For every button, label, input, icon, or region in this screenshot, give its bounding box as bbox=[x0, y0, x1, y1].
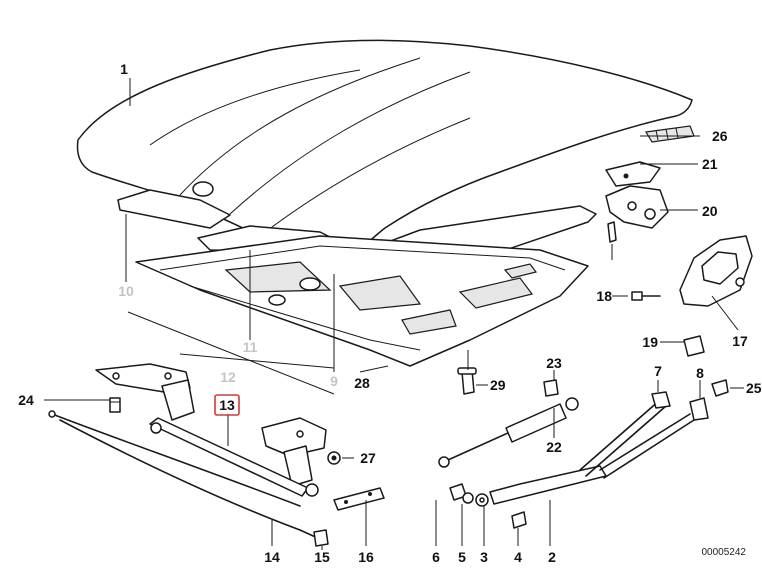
callout-22[interactable]: 22 bbox=[546, 439, 562, 455]
nut-4[interactable] bbox=[511, 511, 527, 529]
nut-27[interactable] bbox=[327, 451, 341, 465]
hood-hinge-left[interactable] bbox=[95, 363, 195, 421]
callout-6[interactable]: 6 bbox=[432, 549, 440, 565]
gas-strut-22[interactable] bbox=[438, 397, 579, 468]
callout-15[interactable]: 15 bbox=[314, 549, 330, 565]
callout-29[interactable]: 29 bbox=[490, 377, 506, 393]
callout-labels: 1 26 21 20 18 17 19 25 8 7 10 11 12 9 28… bbox=[18, 61, 762, 565]
callout-13[interactable]: 13 bbox=[219, 397, 235, 413]
rod-end-7[interactable] bbox=[651, 391, 671, 409]
callout-3[interactable]: 3 bbox=[480, 549, 488, 565]
bolt-18[interactable] bbox=[631, 291, 661, 301]
callout-28[interactable]: 28 bbox=[354, 375, 370, 391]
striker-plate-17[interactable] bbox=[679, 235, 753, 307]
callout-1[interactable]: 1 bbox=[120, 61, 128, 77]
clip-23[interactable] bbox=[543, 379, 559, 397]
callout-19[interactable]: 19 bbox=[642, 334, 658, 350]
callout-23[interactable]: 23 bbox=[546, 355, 562, 371]
hood-inner-frame[interactable] bbox=[135, 235, 589, 367]
callout-12[interactable]: 12 bbox=[220, 369, 236, 385]
callout-16[interactable]: 16 bbox=[358, 549, 374, 565]
nut-25[interactable] bbox=[711, 379, 729, 397]
callout-17[interactable]: 17 bbox=[732, 333, 748, 349]
washer-3[interactable] bbox=[475, 493, 489, 507]
clip-19[interactable] bbox=[683, 335, 705, 357]
callout-5[interactable]: 5 bbox=[458, 549, 466, 565]
callout-9[interactable]: 9 bbox=[330, 373, 338, 389]
callout-26[interactable]: 26 bbox=[712, 128, 728, 144]
callout-24[interactable]: 24 bbox=[18, 392, 34, 408]
drawing-number: 00005242 bbox=[702, 547, 747, 558]
callout-27[interactable]: 27 bbox=[360, 450, 376, 466]
bracket-16[interactable] bbox=[333, 487, 385, 511]
clip-8[interactable] bbox=[689, 397, 709, 421]
callout-25[interactable]: 25 bbox=[746, 380, 762, 396]
rubber-stop-29[interactable] bbox=[457, 367, 477, 395]
rubber-buffer-26[interactable] bbox=[645, 125, 695, 143]
hood-lock-clip-21[interactable] bbox=[605, 161, 661, 187]
hood-hinge-right[interactable] bbox=[261, 417, 327, 487]
callout-2[interactable]: 2 bbox=[548, 549, 556, 565]
callout-4[interactable]: 4 bbox=[514, 549, 522, 565]
washer-5[interactable] bbox=[462, 492, 474, 504]
callout-13-highlight-box bbox=[214, 394, 240, 416]
lock-linkage-2[interactable] bbox=[489, 399, 695, 505]
callout-10[interactable]: 10 bbox=[118, 283, 134, 299]
callout-7[interactable]: 7 bbox=[654, 363, 662, 379]
callout-21[interactable]: 21 bbox=[702, 156, 718, 172]
hood-lock-20[interactable] bbox=[605, 185, 669, 243]
hood-panel[interactable] bbox=[76, 39, 693, 259]
callout-18[interactable]: 18 bbox=[596, 288, 612, 304]
leader-lines bbox=[44, 78, 744, 550]
bolt-24[interactable] bbox=[109, 397, 121, 413]
callout-14[interactable]: 14 bbox=[264, 549, 280, 565]
cable-clip-15[interactable] bbox=[313, 529, 329, 547]
callout-20[interactable]: 20 bbox=[702, 203, 718, 219]
callout-8[interactable]: 8 bbox=[696, 365, 704, 381]
hinge-crossbar-13[interactable] bbox=[149, 417, 319, 497]
callout-11[interactable]: 11 bbox=[243, 339, 258, 355]
